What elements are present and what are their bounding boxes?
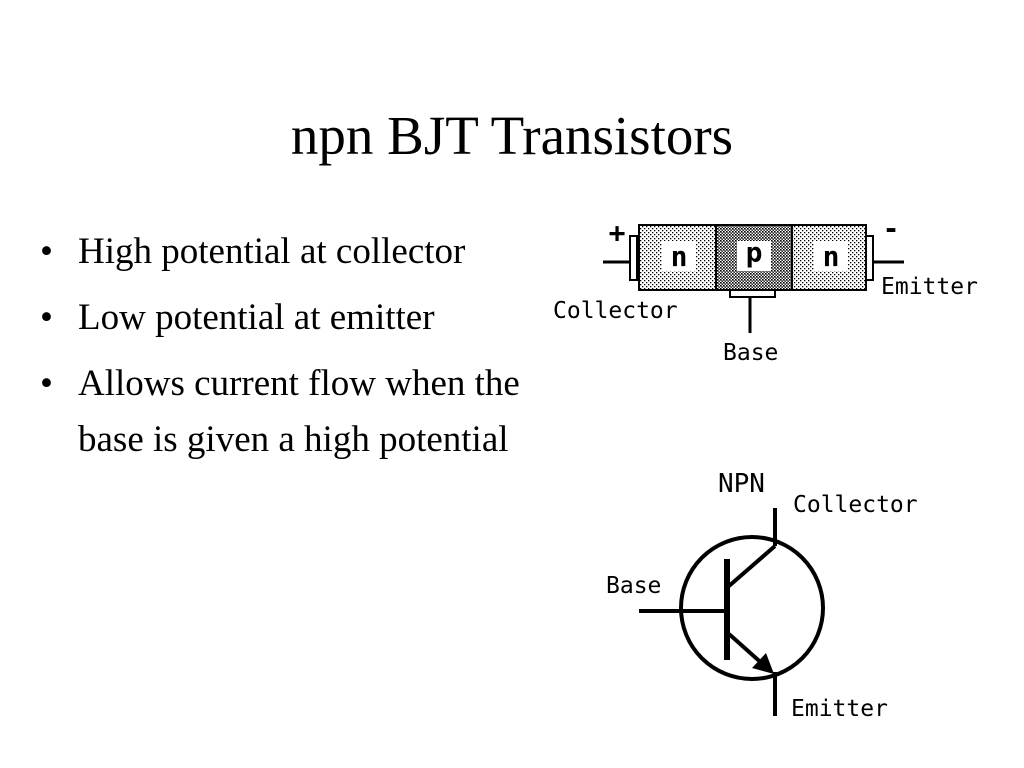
npn-symbol-diagram: NPN Collector Base Emitter [606, 469, 918, 722]
region-label-bg [662, 241, 696, 271]
region-label-n: n [823, 240, 840, 273]
bullet-item: • Low potential at emitter [38, 290, 538, 346]
minus-sign: - [883, 212, 900, 245]
bullet-list: • High potential at collector • Low pote… [38, 224, 538, 478]
bullet-marker: • [40, 363, 53, 404]
bullet-text: Allows current flow when the base is giv… [78, 363, 520, 460]
region-label-bg [737, 241, 771, 271]
base-label: Base [723, 340, 778, 366]
bullet-marker: • [40, 297, 53, 338]
emitter-label: Emitter [881, 274, 978, 300]
bullet-item: • High potential at collector [38, 224, 538, 280]
slide-title: npn BJT Transistors [290, 105, 734, 166]
npn-type-label: NPN [718, 469, 765, 499]
collector-label: Collector [553, 298, 678, 324]
region-label-bg [814, 241, 848, 271]
region-label-p: p [746, 236, 763, 269]
bullet-marker: • [40, 231, 53, 272]
symbol-base-label: Base [606, 573, 661, 599]
emitter-arrow-icon [752, 653, 774, 674]
emitter-contact [865, 235, 874, 281]
bullet-text: High potential at collector [78, 231, 466, 272]
plus-sign: + [609, 216, 626, 249]
transistor-envelope [679, 535, 825, 681]
symbol-collector-label: Collector [793, 492, 918, 518]
junction-diagram: + - n p n Collector Emitter Base [553, 212, 978, 366]
bullet-text: Low potential at emitter [78, 297, 435, 338]
base-contact [729, 289, 776, 298]
bullet-item: • Allows current flow when the base is g… [38, 356, 538, 468]
region-label-n: n [671, 240, 688, 273]
collector-contact [629, 235, 638, 281]
collector-branch [727, 544, 777, 588]
symbol-emitter-label: Emitter [791, 696, 888, 722]
